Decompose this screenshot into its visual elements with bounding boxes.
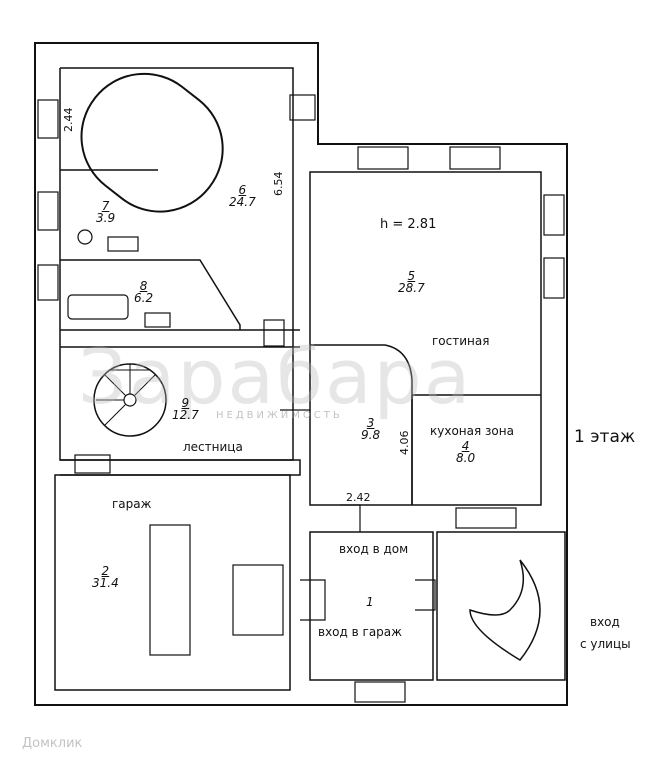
street-entrance-line2: с улицы <box>580 637 631 651</box>
dimension-4-06: 4.06 <box>398 430 411 456</box>
kitchen-zone-name: кухоная зона <box>430 424 514 438</box>
porch-outline <box>436 531 566 681</box>
pool-icon <box>80 72 224 213</box>
garage-outline <box>54 474 291 691</box>
ceiling-height: h = 2.81 <box>380 217 437 232</box>
dimension-2-42: 2.42 <box>346 491 371 504</box>
living-outline <box>309 171 542 506</box>
watermark: Зарабара <box>78 332 473 421</box>
car-icon <box>149 524 191 656</box>
floor-label: 1 этаж <box>574 427 636 447</box>
entrance-garage-name: вход в гараж <box>318 625 402 639</box>
street-entrance-line1: вход <box>590 615 620 629</box>
room-1-label: 1 <box>366 595 374 609</box>
crescent-icon <box>469 559 541 661</box>
dimension-6-54: 6.54 <box>272 171 285 197</box>
stairs-name: лестница <box>183 440 243 454</box>
entrance-house-name: вход в дом <box>339 542 409 556</box>
living-room-name: гостиная <box>432 334 490 348</box>
garage-name: гараж <box>112 497 152 511</box>
brand-watermark: Домклик <box>22 736 83 751</box>
outer-wall <box>34 42 568 706</box>
dimension-2-44: 2.44 <box>62 107 75 133</box>
entrance-outline <box>309 531 434 681</box>
watermark-subtitle: НЕДВИЖИМОСТЬ <box>216 410 343 421</box>
